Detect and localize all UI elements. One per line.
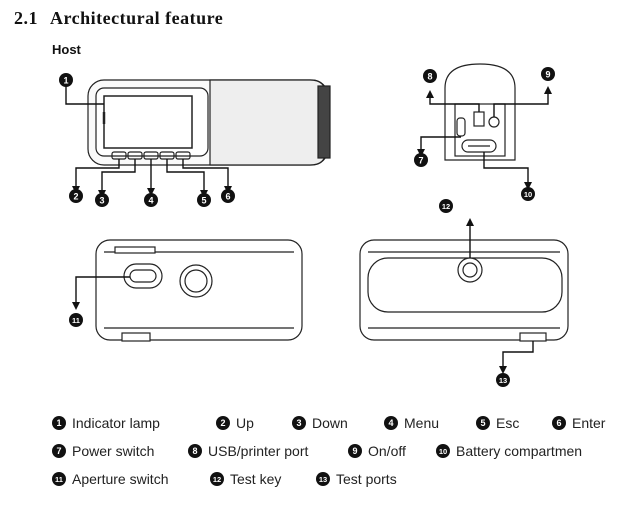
svg-text:6: 6 bbox=[225, 192, 230, 202]
legend-label: On/off bbox=[368, 443, 406, 459]
svg-text:12: 12 bbox=[442, 202, 450, 211]
svg-text:13: 13 bbox=[499, 376, 507, 385]
callout-11: 11 bbox=[69, 313, 83, 327]
legend-row-1: 1 Indicator lamp 2 Up 3 Down 4 Menu 5 Esc 6 En… bbox=[52, 415, 619, 431]
legend-item: 9 On/off bbox=[348, 443, 422, 459]
svg-text:3: 3 bbox=[99, 196, 104, 206]
legend-item: 4 Menu bbox=[384, 415, 462, 431]
section-number: 2.1 bbox=[14, 8, 38, 28]
legend-item: 11 Aperture switch bbox=[52, 471, 196, 487]
legend-item: 5 Esc bbox=[476, 415, 538, 431]
legend-label: Test ports bbox=[336, 471, 397, 487]
callout-2: 2 bbox=[69, 189, 83, 203]
legend-item: 13 Test ports bbox=[316, 471, 397, 487]
legend-number: 11 bbox=[52, 472, 66, 486]
legend-number: 2 bbox=[216, 416, 230, 430]
callout-8: 8 bbox=[423, 69, 437, 83]
side-view-right bbox=[359, 239, 569, 342]
legend-number: 3 bbox=[292, 416, 306, 430]
legend-item: 1 Indicator lamp bbox=[52, 415, 202, 431]
svg-text:1: 1 bbox=[63, 76, 68, 86]
legend-item: 10 Battery compartmen bbox=[436, 443, 582, 459]
callout-10: 10 bbox=[521, 187, 535, 201]
legend-number: 10 bbox=[436, 444, 450, 458]
svg-text:9: 9 bbox=[545, 70, 550, 80]
legend-number: 5 bbox=[476, 416, 490, 430]
callout-9: 9 bbox=[541, 67, 555, 81]
legend-number: 1 bbox=[52, 416, 66, 430]
legend-number: 7 bbox=[52, 444, 66, 458]
section-title: Architectural feature bbox=[50, 8, 224, 28]
svg-text:10: 10 bbox=[524, 190, 532, 199]
callout-3: 3 bbox=[95, 193, 109, 207]
legend-label: USB/printer port bbox=[208, 443, 309, 459]
legend-item: 12 Test key bbox=[210, 471, 302, 487]
callout-12: 12 bbox=[439, 199, 453, 213]
legend-item: 8 USB/printer port bbox=[188, 443, 334, 459]
legend-item: 7 Power switch bbox=[52, 443, 174, 459]
svg-text:7: 7 bbox=[418, 156, 423, 166]
legend-label: Indicator lamp bbox=[72, 415, 160, 431]
svg-text:8: 8 bbox=[427, 72, 432, 82]
legend-item: 6 Enter bbox=[552, 415, 605, 431]
subheading-host: Host bbox=[52, 42, 81, 57]
callout-13: 13 bbox=[496, 373, 510, 387]
callout-6: 6 bbox=[221, 189, 235, 203]
legend-label: Menu bbox=[404, 415, 440, 431]
callout-4: 4 bbox=[144, 193, 158, 207]
svg-text:2: 2 bbox=[73, 192, 78, 202]
callout-5: 5 bbox=[197, 193, 211, 207]
front-view bbox=[87, 79, 331, 166]
legend-number: 9 bbox=[348, 444, 362, 458]
callout-markers: 1 2 3 4 5 6 7 8 9 10 11 12 13 bbox=[59, 67, 555, 387]
legend-number: 13 bbox=[316, 472, 330, 486]
legend-label: Enter bbox=[572, 415, 606, 431]
legend-label: Up bbox=[236, 415, 254, 431]
legend-label: Test key bbox=[230, 471, 282, 487]
legend-number: 8 bbox=[188, 444, 202, 458]
end-view bbox=[444, 63, 516, 161]
side-view-left bbox=[95, 239, 303, 342]
legend-label: Power switch bbox=[72, 443, 155, 459]
section-heading: 2.1 Architectural feature bbox=[14, 8, 223, 29]
legend-number: 4 bbox=[384, 416, 398, 430]
legend-number: 6 bbox=[552, 416, 566, 430]
device-diagram: 1 2 3 4 5 6 7 8 9 10 11 12 13 bbox=[59, 63, 569, 387]
legend-item: 2 Up bbox=[216, 415, 278, 431]
callout-7: 7 bbox=[414, 153, 428, 167]
svg-text:5: 5 bbox=[201, 196, 206, 206]
legend-label: Down bbox=[312, 415, 348, 431]
legend-label: Aperture switch bbox=[72, 471, 169, 487]
svg-text:11: 11 bbox=[72, 316, 80, 325]
svg-text:4: 4 bbox=[148, 196, 153, 206]
callout-1: 1 bbox=[59, 73, 73, 87]
legend-item: 3 Down bbox=[292, 415, 370, 431]
legend-label: Esc bbox=[496, 415, 520, 431]
legend-number: 12 bbox=[210, 472, 224, 486]
legend-row-3: 11 Aperture switch 12 Test key 13 Test port… bbox=[52, 471, 411, 487]
legend-label: Battery compartmen bbox=[456, 443, 583, 459]
